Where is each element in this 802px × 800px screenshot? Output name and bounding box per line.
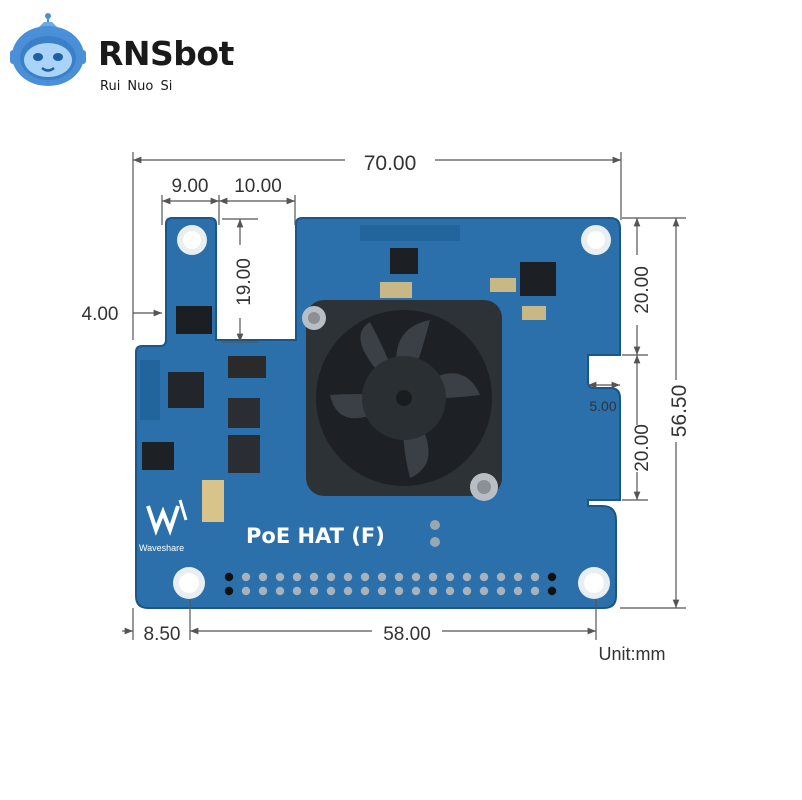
gpio-pin	[360, 586, 370, 596]
gpio-pin	[377, 586, 387, 596]
gpio-pin	[411, 572, 421, 582]
gpio-pin	[326, 572, 336, 582]
dim-left-offset: 4.00	[82, 304, 119, 325]
gpio-pin	[377, 572, 387, 582]
gpio-pin	[258, 572, 268, 582]
dim-hole-offset: 8.50	[144, 624, 181, 645]
brand-name: RNSbot	[98, 34, 234, 73]
dimension-labels: 70.00 9.00 10.00 19.00 4.00 20.00 5.00 2…	[82, 152, 691, 664]
gpio-pin	[224, 586, 234, 596]
gpio-pin	[479, 586, 489, 596]
gpio-pin	[343, 586, 353, 596]
gpio-pin	[479, 572, 489, 582]
dim-right-notch-depth: 5.00	[589, 398, 616, 414]
robot-icon	[10, 13, 86, 86]
gpio-pin	[547, 586, 557, 596]
gpio-pin	[343, 572, 353, 582]
gpio-pin	[275, 586, 285, 596]
gpio-pin	[530, 586, 540, 596]
fan-screws	[302, 306, 498, 501]
pcb-components	[140, 225, 556, 547]
gpio-pin	[411, 586, 421, 596]
waveshare-logo	[146, 499, 188, 536]
gpio-pin	[428, 572, 438, 582]
gpio-header	[224, 572, 557, 596]
gpio-pin	[394, 586, 404, 596]
gpio-pin	[445, 586, 455, 596]
gpio-pin	[241, 572, 251, 582]
dim-notch-depth: 19.00	[234, 258, 255, 306]
gpio-pin	[241, 586, 251, 596]
dim-notch-width: 10.00	[234, 176, 282, 197]
unit-label: Unit:mm	[599, 644, 666, 664]
gpio-pin	[275, 572, 285, 582]
gpio-pin	[462, 572, 472, 582]
gpio-pin	[462, 586, 472, 596]
cooling-fan	[306, 300, 502, 496]
gpio-pin	[309, 572, 319, 582]
gpio-pin	[496, 586, 506, 596]
dim-total-height: 56.50	[668, 385, 691, 438]
gpio-pin	[309, 586, 319, 596]
gpio-pin	[513, 586, 523, 596]
gpio-pin	[360, 572, 370, 582]
gpio-pin	[428, 586, 438, 596]
brand-logo: RNSbot Rui Nuo Si	[8, 10, 258, 94]
gpio-pin	[292, 586, 302, 596]
gpio-pin	[547, 572, 557, 582]
dimension-lines	[122, 152, 686, 640]
dim-right-notch-top: 20.00	[632, 266, 653, 314]
gpio-pin	[513, 572, 523, 582]
gpio-pin	[394, 572, 404, 582]
maker-label: Waveshare	[139, 543, 184, 553]
gpio-pin	[445, 572, 455, 582]
brand-tagline: Rui Nuo Si	[100, 79, 173, 94]
gpio-pin	[258, 586, 268, 596]
dim-hole-spacing: 58.00	[383, 624, 431, 645]
product-name: PoE HAT (F)	[246, 524, 385, 548]
gpio-pin	[292, 572, 302, 582]
dim-right-notch-bottom: 20.00	[632, 424, 653, 472]
dim-left-tab: 9.00	[172, 176, 209, 197]
gpio-pin	[496, 572, 506, 582]
dim-total-width: 70.00	[364, 152, 417, 175]
gpio-pin	[530, 572, 540, 582]
gpio-pin	[326, 586, 336, 596]
gpio-pin	[224, 572, 234, 582]
